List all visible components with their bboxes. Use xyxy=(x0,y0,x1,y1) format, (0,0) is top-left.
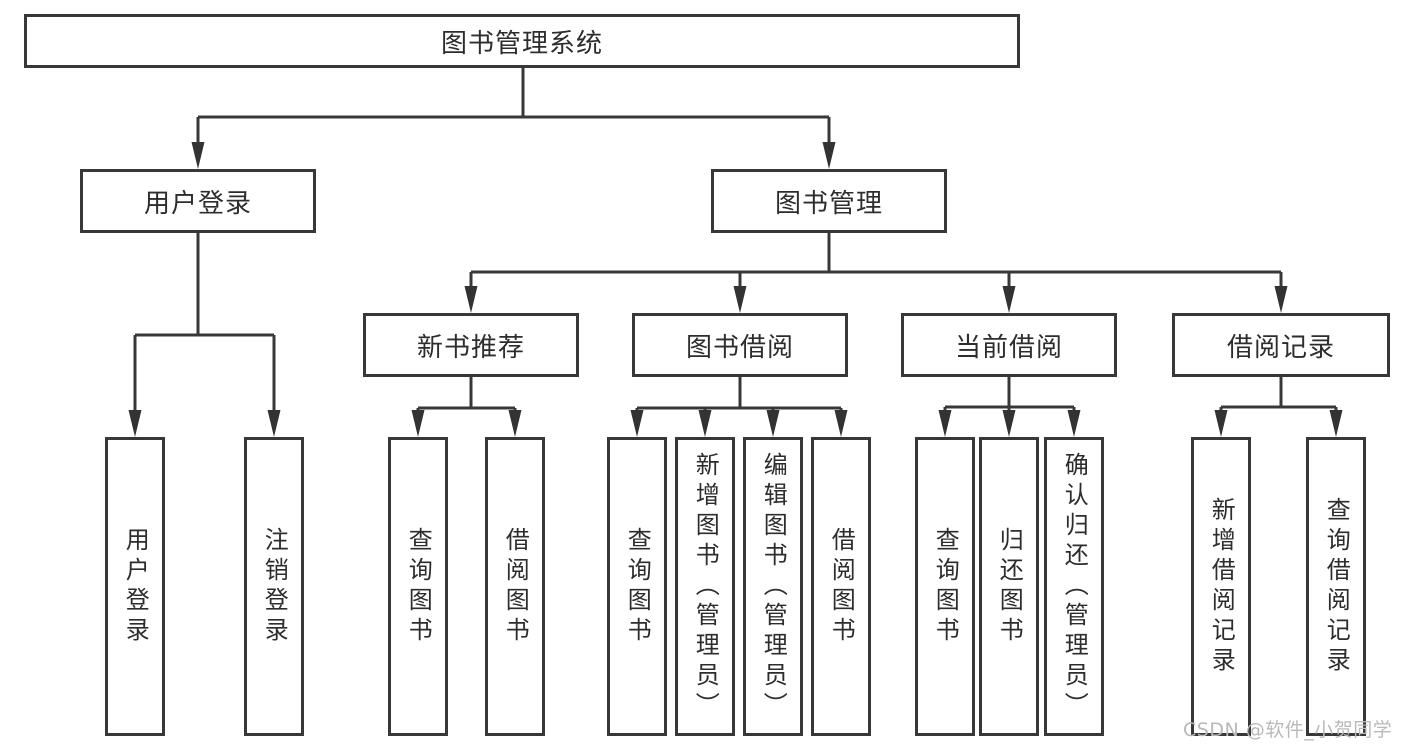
node-borrow-records-label: 借阅记录 xyxy=(1226,332,1335,363)
node-root-system: 图书管理系统 xyxy=(24,14,1020,68)
leaf-cb-confirm-return-admin-label: 确认归还（管理员） xyxy=(1060,451,1089,722)
node-book-borrow: 图书借阅 xyxy=(632,313,848,377)
leaf-br-add-borrow-record-label: 新增借阅记录 xyxy=(1207,496,1236,677)
leaf-bb-edit-book-admin-label: 编辑图书（管理员） xyxy=(759,451,788,722)
node-root-label: 图书管理系统 xyxy=(440,28,603,59)
arrow-down-icon xyxy=(766,410,780,437)
arrow-down-icon xyxy=(938,410,952,437)
leaf-bb-query-books: 查询图书 xyxy=(607,437,667,736)
arrow-down-icon xyxy=(822,142,836,169)
leaf-bb-edit-book-admin: 编辑图书（管理员） xyxy=(743,437,803,736)
leaf-bb-borrow-books-label: 借阅图书 xyxy=(827,526,856,647)
leaf-br-add-borrow-record: 新增借阅记录 xyxy=(1191,437,1251,736)
watermark: CSDN @软件_小贺同学 xyxy=(1183,719,1393,741)
leaf-logout-login: 注销登录 xyxy=(244,437,304,736)
leaf-user-login-label: 用户登录 xyxy=(121,526,150,647)
node-book-management-label: 图书管理 xyxy=(774,188,883,219)
node-current-borrow: 当前借阅 xyxy=(901,313,1117,377)
connector-book-borrow xyxy=(630,377,848,437)
leaf-cb-query-books-label: 查询图书 xyxy=(931,526,960,647)
leaf-cb-return-books-label: 归还图书 xyxy=(995,526,1024,647)
leaf-nbr-query-books: 查询图书 xyxy=(388,437,448,736)
arrow-down-icon xyxy=(1214,410,1228,437)
leaf-user-login: 用户登录 xyxy=(105,437,165,736)
node-book-borrow-label: 图书借阅 xyxy=(685,332,794,363)
node-book-management: 图书管理 xyxy=(711,169,947,233)
leaf-bb-query-books-label: 查询图书 xyxy=(623,526,652,647)
arrow-down-icon xyxy=(508,410,522,437)
connector-borrow-records xyxy=(1214,377,1343,437)
leaf-cb-query-books: 查询图书 xyxy=(915,437,975,736)
arrow-down-icon xyxy=(834,410,848,437)
arrow-down-icon xyxy=(630,410,644,437)
arrow-down-icon xyxy=(191,142,205,169)
arrow-down-icon xyxy=(267,410,281,437)
arrow-down-icon xyxy=(698,410,712,437)
leaf-nbr-borrow-books-label: 借阅图书 xyxy=(501,526,530,647)
node-current-borrow-label: 当前借阅 xyxy=(954,332,1063,363)
leaf-cb-return-books: 归还图书 xyxy=(979,437,1039,736)
node-new-book-recommend: 新书推荐 xyxy=(363,313,579,377)
leaf-bb-borrow-books: 借阅图书 xyxy=(811,437,871,736)
arrow-down-icon xyxy=(1067,410,1081,437)
leaf-bb-add-book-admin: 新增图书（管理员） xyxy=(675,437,735,736)
connector-current-borrow xyxy=(938,377,1081,437)
connector-new-book-recommend xyxy=(411,377,522,437)
arrow-down-icon xyxy=(128,410,142,437)
node-user-login: 用户登录 xyxy=(80,169,316,233)
arrow-down-icon xyxy=(411,410,425,437)
leaf-cb-confirm-return-admin: 确认归还（管理员） xyxy=(1044,437,1104,736)
connector-book-management xyxy=(464,233,1288,313)
node-user-login-label: 用户登录 xyxy=(143,188,252,219)
arrow-down-icon xyxy=(733,286,747,313)
connector-user-login xyxy=(128,233,281,437)
arrow-down-icon xyxy=(1274,286,1288,313)
arrow-down-icon xyxy=(1002,410,1016,437)
arrow-down-icon xyxy=(1329,410,1343,437)
leaf-logout-login-label: 注销登录 xyxy=(260,526,289,647)
leaf-bb-add-book-admin-label: 新增图书（管理员） xyxy=(691,451,720,722)
connector-root xyxy=(191,68,836,169)
arrow-down-icon xyxy=(464,286,478,313)
node-new-book-recommend-label: 新书推荐 xyxy=(416,332,525,363)
leaf-br-query-borrow-record: 查询借阅记录 xyxy=(1306,437,1366,736)
node-borrow-records: 借阅记录 xyxy=(1172,313,1390,377)
leaf-nbr-query-books-label: 查询图书 xyxy=(404,526,433,647)
leaf-nbr-borrow-books: 借阅图书 xyxy=(485,437,545,736)
arrow-down-icon xyxy=(1002,286,1016,313)
leaf-br-query-borrow-record-label: 查询借阅记录 xyxy=(1322,496,1351,677)
